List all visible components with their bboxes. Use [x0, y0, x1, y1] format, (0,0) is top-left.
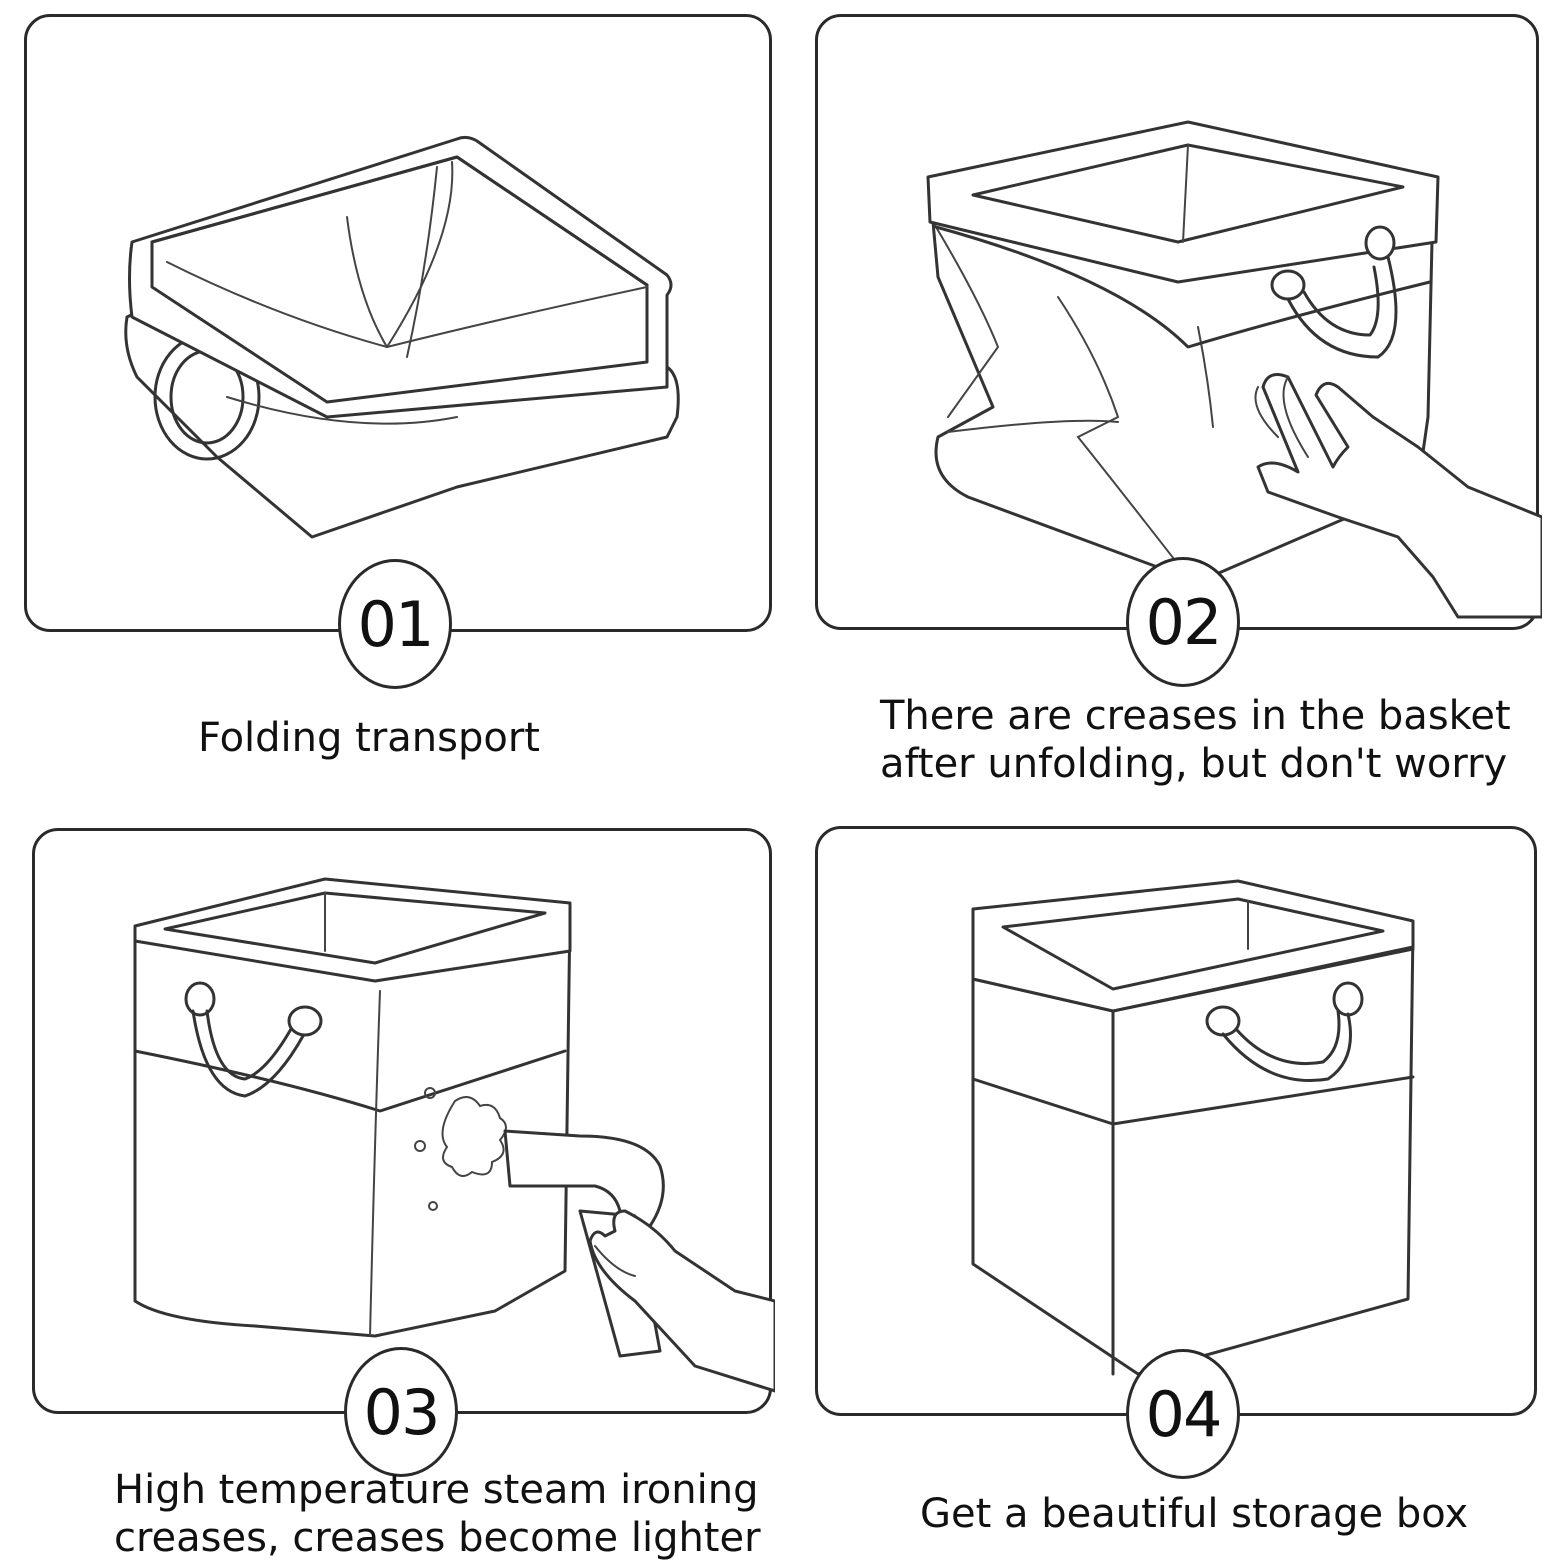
step-4-number-badge: 04	[1126, 1349, 1240, 1479]
step-2-caption-line-2: after unfolding, but don't worry	[880, 741, 1508, 787]
step-2-caption: There are creases in the basket after un…	[880, 692, 1511, 788]
step-1-number: 01	[357, 587, 435, 661]
step-1-caption-line: Folding transport	[198, 715, 540, 761]
step-4-caption-line: Get a beautiful storage box	[920, 1491, 1469, 1537]
step-4-number: 04	[1145, 1377, 1223, 1451]
step-4-caption: Get a beautiful storage box	[920, 1490, 1468, 1538]
step-3-caption: High temperature steam ironing creases, …	[114, 1466, 761, 1562]
step-2-number: 02	[1145, 585, 1223, 659]
step-3-caption-line-1: High temperature steam ironing	[114, 1467, 759, 1513]
step-3-caption-line-2: creases, creases become lighter	[114, 1515, 761, 1561]
step-3-number: 03	[363, 1375, 441, 1449]
step-2-number-badge: 02	[1126, 557, 1240, 687]
step-1-panel	[24, 14, 772, 632]
step-1-number-badge: 01	[338, 559, 452, 689]
step-3-panel	[32, 828, 775, 1414]
steam-ironing-illustration	[133, 877, 775, 1393]
folded-basket-illustration	[124, 135, 680, 539]
step-2-panel	[815, 14, 1542, 630]
step-3-number-badge: 03	[344, 1347, 458, 1477]
creased-basket-illustration	[926, 120, 1542, 619]
step-2-caption-line-1: There are creases in the basket	[880, 693, 1511, 739]
step-1-caption: Folding transport	[198, 714, 540, 762]
step-4-panel	[815, 826, 1537, 1416]
storage-box-illustration	[971, 879, 1415, 1376]
